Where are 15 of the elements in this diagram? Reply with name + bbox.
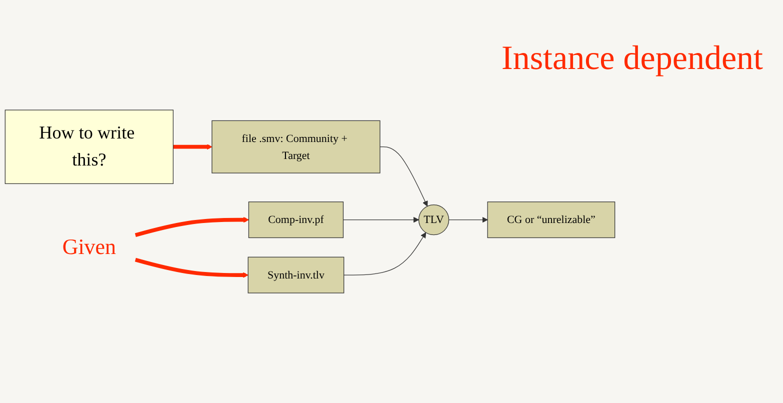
arrow	[448, 216, 488, 223]
arrow	[380, 146, 428, 206]
arrow	[134, 216, 249, 237]
arrow	[134, 258, 248, 278]
arrow	[173, 144, 212, 150]
node-box: Comp-inv.pf	[248, 202, 344, 238]
node-box: CG or “unrelizable”	[487, 202, 616, 238]
note-text: Instance dependent	[502, 40, 763, 78]
node-circle: TLV	[418, 204, 450, 236]
arrow	[342, 216, 420, 223]
node-box: Synth-inv.tlv	[248, 256, 344, 294]
node-text: Given	[62, 235, 116, 260]
node-box: file .smv: Community + Target	[212, 120, 380, 174]
node-box: How to write this?	[4, 110, 174, 184]
arrow	[344, 232, 426, 276]
